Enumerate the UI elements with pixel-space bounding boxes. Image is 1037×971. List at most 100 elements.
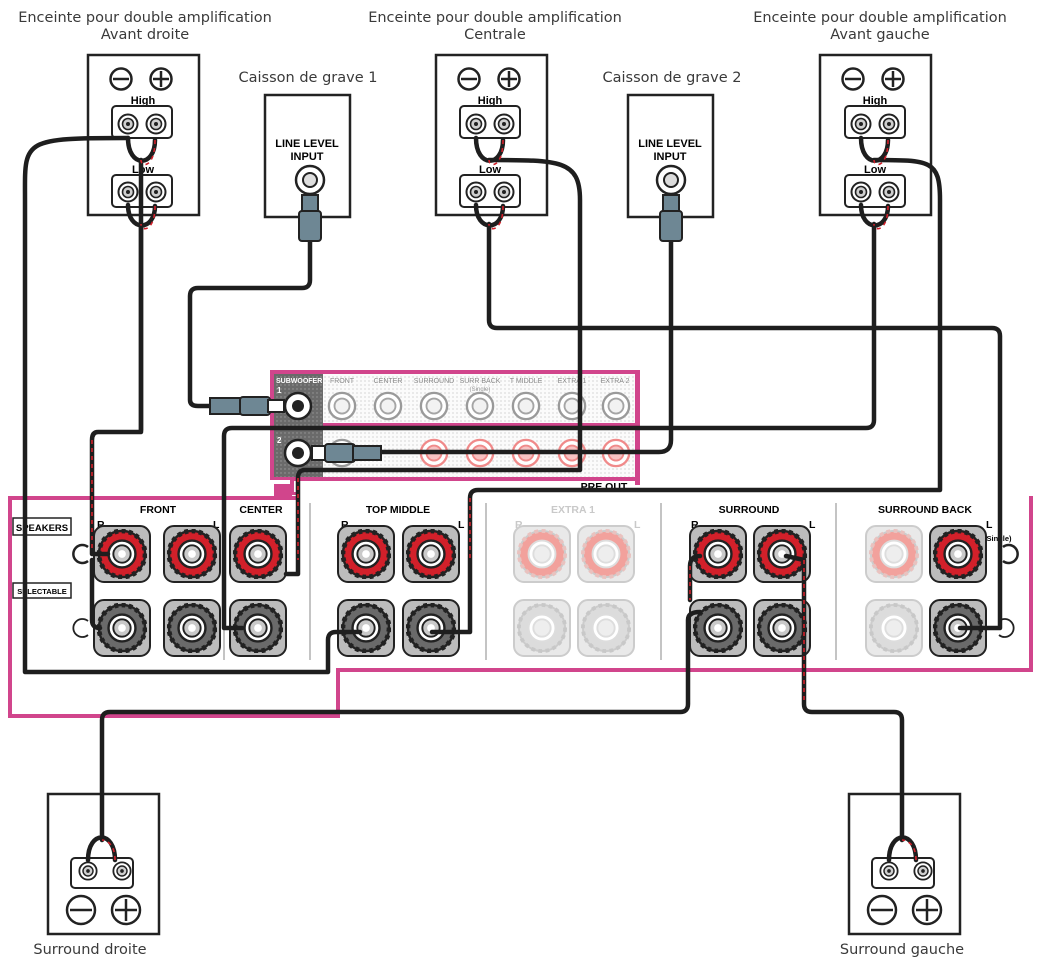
line-level-label: LINE LEVEL	[638, 138, 702, 150]
surround-back-l-label: L	[986, 519, 993, 531]
center-speaker: High Low	[434, 53, 549, 217]
group-front-label: FRONT	[140, 504, 177, 516]
surround-r-positive-terminal	[695, 531, 741, 577]
plus-icon	[911, 894, 943, 926]
plus-terminal	[112, 861, 132, 881]
front-left-low-cable	[221, 221, 877, 631]
front-right-speaker-caption: Enceinte pour double amplification Avant…	[0, 10, 290, 44]
preout-label-front: FRONT	[330, 378, 355, 385]
top-middle-r-negative-terminal	[343, 605, 389, 651]
front-left-high-cable	[429, 157, 943, 635]
group-top-middle-label: TOP MIDDLE	[366, 504, 430, 516]
surround-l-label: L	[809, 519, 816, 531]
minus-icon	[866, 894, 898, 926]
preout-label-single: (Single)	[470, 387, 491, 393]
front-left-speaker-caption: Enceinte pour double amplification Avant…	[735, 10, 1025, 44]
rca-plug-sub1-bottom	[209, 396, 285, 416]
low-label: Low	[479, 164, 501, 176]
surround-r-label: R	[691, 519, 699, 531]
front-right-high-cable	[89, 157, 144, 557]
top-middle-l-negative-terminal	[408, 605, 454, 651]
selector-knob-icon	[72, 618, 89, 638]
top-middle-l-positive-terminal	[408, 531, 454, 577]
preout-jack-t-middle-r	[511, 391, 541, 421]
front-l-label: L	[213, 519, 220, 531]
surround-back-r-negative-terminal	[869, 603, 919, 653]
terminals-positive-row	[93, 525, 987, 583]
preout-label-center: CENTER	[374, 378, 403, 385]
center-high-cable	[283, 157, 583, 577]
front-r-label: R	[97, 519, 105, 531]
rca-plug-sub2-bottom	[311, 443, 382, 463]
front-right-low-cable	[22, 135, 363, 675]
high-label: High	[863, 95, 888, 107]
extra-1-r-label: R	[515, 519, 523, 531]
low-plus-terminal	[145, 181, 167, 203]
surround-right-cable	[99, 609, 703, 843]
center-positive-terminal	[235, 531, 281, 577]
terminals-negative-row	[93, 599, 987, 657]
minus-icon	[457, 67, 481, 91]
plus-icon	[110, 894, 142, 926]
subwoofer-2-caption: Caisson de grave 2	[602, 70, 742, 86]
surround-l-positive-terminal	[759, 531, 805, 577]
high-plus-terminal	[878, 113, 900, 135]
surround-l-negative-terminal	[759, 605, 805, 651]
front-right-speaker: High Low	[86, 53, 201, 217]
preout-jack-front-r	[327, 391, 357, 421]
front-left-speaker: High Low	[818, 53, 933, 217]
group-surround-label: SURROUND	[719, 504, 780, 516]
low-minus-terminal	[465, 181, 487, 203]
surround-back-r-positive-terminal	[869, 529, 919, 579]
high-minus-terminal	[850, 113, 872, 135]
high-plus-terminal	[145, 113, 167, 135]
low-plus-terminal	[878, 181, 900, 203]
preout-panel: PRE OUT SUBWOOFER 1 2 FRONT CENTER SURRO…	[270, 370, 640, 495]
high-minus-terminal	[117, 113, 139, 135]
preout-row-2: 2	[277, 436, 282, 445]
rca-plug-sub1-top	[298, 194, 322, 242]
preout-label-subwoofer: SUBWOOFER	[276, 378, 322, 385]
center-speaker-caption: Enceinte pour double amplification Centr…	[350, 10, 640, 44]
surround-left-speaker	[847, 792, 962, 936]
preout-label-surr-back: SURR BACK	[460, 378, 501, 385]
preout-label-surround: SURROUND	[414, 378, 454, 385]
plus-terminal	[913, 861, 933, 881]
low-plus-terminal	[493, 181, 515, 203]
high-label: High	[478, 95, 503, 107]
input-label: INPUT	[291, 151, 324, 163]
preout-jack-surr-back	[465, 391, 495, 421]
center-low-cable	[486, 221, 1003, 631]
cable-polarity-stripes	[91, 139, 917, 861]
minus-icon	[109, 67, 133, 91]
subwoofer-2-cable	[353, 237, 674, 455]
rca-plug-sub2-top	[659, 194, 683, 242]
center-subtitle: Centrale	[464, 27, 526, 43]
preout-label-extra-1: EXTRA 1	[558, 378, 587, 385]
extra-1-l-negative-terminal	[581, 603, 631, 653]
front-left-subtitle: Avant gauche	[830, 27, 930, 43]
selectable-label: SELECTABLE	[17, 587, 66, 596]
low-minus-terminal	[117, 181, 139, 203]
minus-icon	[65, 894, 97, 926]
surround-left-cable	[783, 553, 905, 843]
extra-1-r-positive-terminal	[517, 529, 567, 579]
plus-icon	[149, 67, 173, 91]
minus-icon	[841, 67, 865, 91]
front-r-negative-terminal	[99, 605, 145, 651]
surround-right-caption: Surround droite	[33, 942, 147, 958]
preout-label-t-middle: T MIDDLE	[510, 378, 543, 385]
high-label: High	[131, 95, 156, 107]
preout-jack-center	[373, 391, 403, 421]
input-label: INPUT	[654, 151, 687, 163]
selector-knob-icon	[1002, 543, 1019, 565]
top-middle-l-label: L	[458, 519, 465, 531]
preout-row-1: 1	[277, 386, 282, 395]
line-level-label: LINE LEVEL	[275, 138, 339, 150]
high-plus-terminal	[493, 113, 515, 135]
extra-1-l-label: L	[634, 519, 641, 531]
selector-knob-icon	[998, 618, 1015, 638]
group-center-label: CENTER	[239, 504, 283, 516]
